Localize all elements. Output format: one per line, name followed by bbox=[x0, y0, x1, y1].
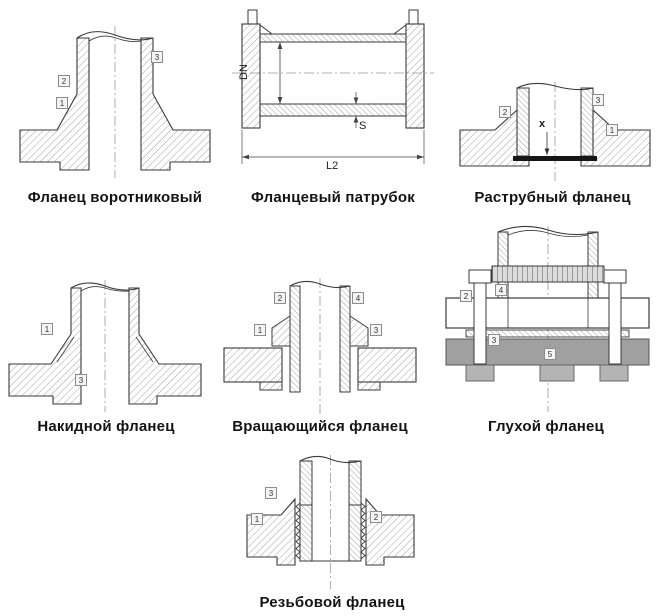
figure-welding-neck-flange: 3 2 1 bbox=[15, 24, 215, 182]
dim-l2-label: L2 bbox=[326, 160, 339, 172]
caption-socket-flange: Раструбный фланец bbox=[474, 189, 631, 206]
swivel-flange-drawing bbox=[220, 276, 420, 418]
callout-marker: 1 bbox=[606, 124, 618, 136]
callout-marker: 3 bbox=[75, 374, 87, 386]
callout-marker: 4 bbox=[495, 284, 507, 296]
threaded-flange-drawing bbox=[243, 453, 418, 593]
caption-threaded-flange: Резьбовой фланец bbox=[259, 594, 405, 611]
caption-welding-neck-flange: Фланец воротниковый bbox=[27, 189, 203, 206]
figure-socket-flange: x 2 3 1 bbox=[455, 82, 655, 184]
dim-x-label: x bbox=[539, 118, 546, 130]
callout-marker: 3 bbox=[592, 94, 604, 106]
blind-flange-drawing bbox=[440, 224, 655, 416]
figure-swivel-flange: 2 4 1 3 bbox=[220, 276, 420, 418]
figure-flanged-spool: DN S L2 bbox=[228, 4, 438, 182]
callout-marker: 2 bbox=[370, 511, 382, 523]
callout-marker: 1 bbox=[41, 323, 53, 335]
dim-s-label: S bbox=[359, 120, 367, 132]
figure-blind-flange: 2 4 3 5 bbox=[440, 224, 655, 416]
callout-marker: 5 bbox=[544, 348, 556, 360]
callout-marker: 3 bbox=[151, 51, 163, 63]
dim-dn-label: DN bbox=[237, 64, 250, 80]
flanged-spool-drawing bbox=[228, 4, 438, 182]
callout-marker: 2 bbox=[58, 75, 70, 87]
callout-marker: 4 bbox=[352, 292, 364, 304]
callout-marker: 1 bbox=[56, 97, 68, 109]
callout-marker: 3 bbox=[370, 324, 382, 336]
callout-marker: 2 bbox=[460, 290, 472, 302]
caption-swivel-flange: Вращающийся фланец bbox=[232, 418, 408, 435]
callout-marker: 2 bbox=[499, 106, 511, 118]
socket-flange-drawing bbox=[455, 82, 655, 184]
callout-marker: 3 bbox=[488, 334, 500, 346]
figure-threaded-flange: 3 1 2 bbox=[243, 453, 418, 593]
callout-marker: 1 bbox=[254, 324, 266, 336]
caption-blind-flange: Глухой фланец bbox=[488, 418, 604, 435]
callout-marker: 1 bbox=[251, 513, 263, 525]
welding-neck-flange-drawing bbox=[15, 24, 215, 182]
lap-joint-flange-drawing bbox=[5, 278, 205, 416]
figure-lap-joint-flange: 1 3 bbox=[5, 278, 205, 416]
caption-flanged-spool: Фланцевый патрубок bbox=[251, 189, 415, 206]
callout-marker: 2 bbox=[274, 292, 286, 304]
caption-lap-joint-flange: Накидной фланец bbox=[37, 418, 175, 435]
callout-marker: 3 bbox=[265, 487, 277, 499]
